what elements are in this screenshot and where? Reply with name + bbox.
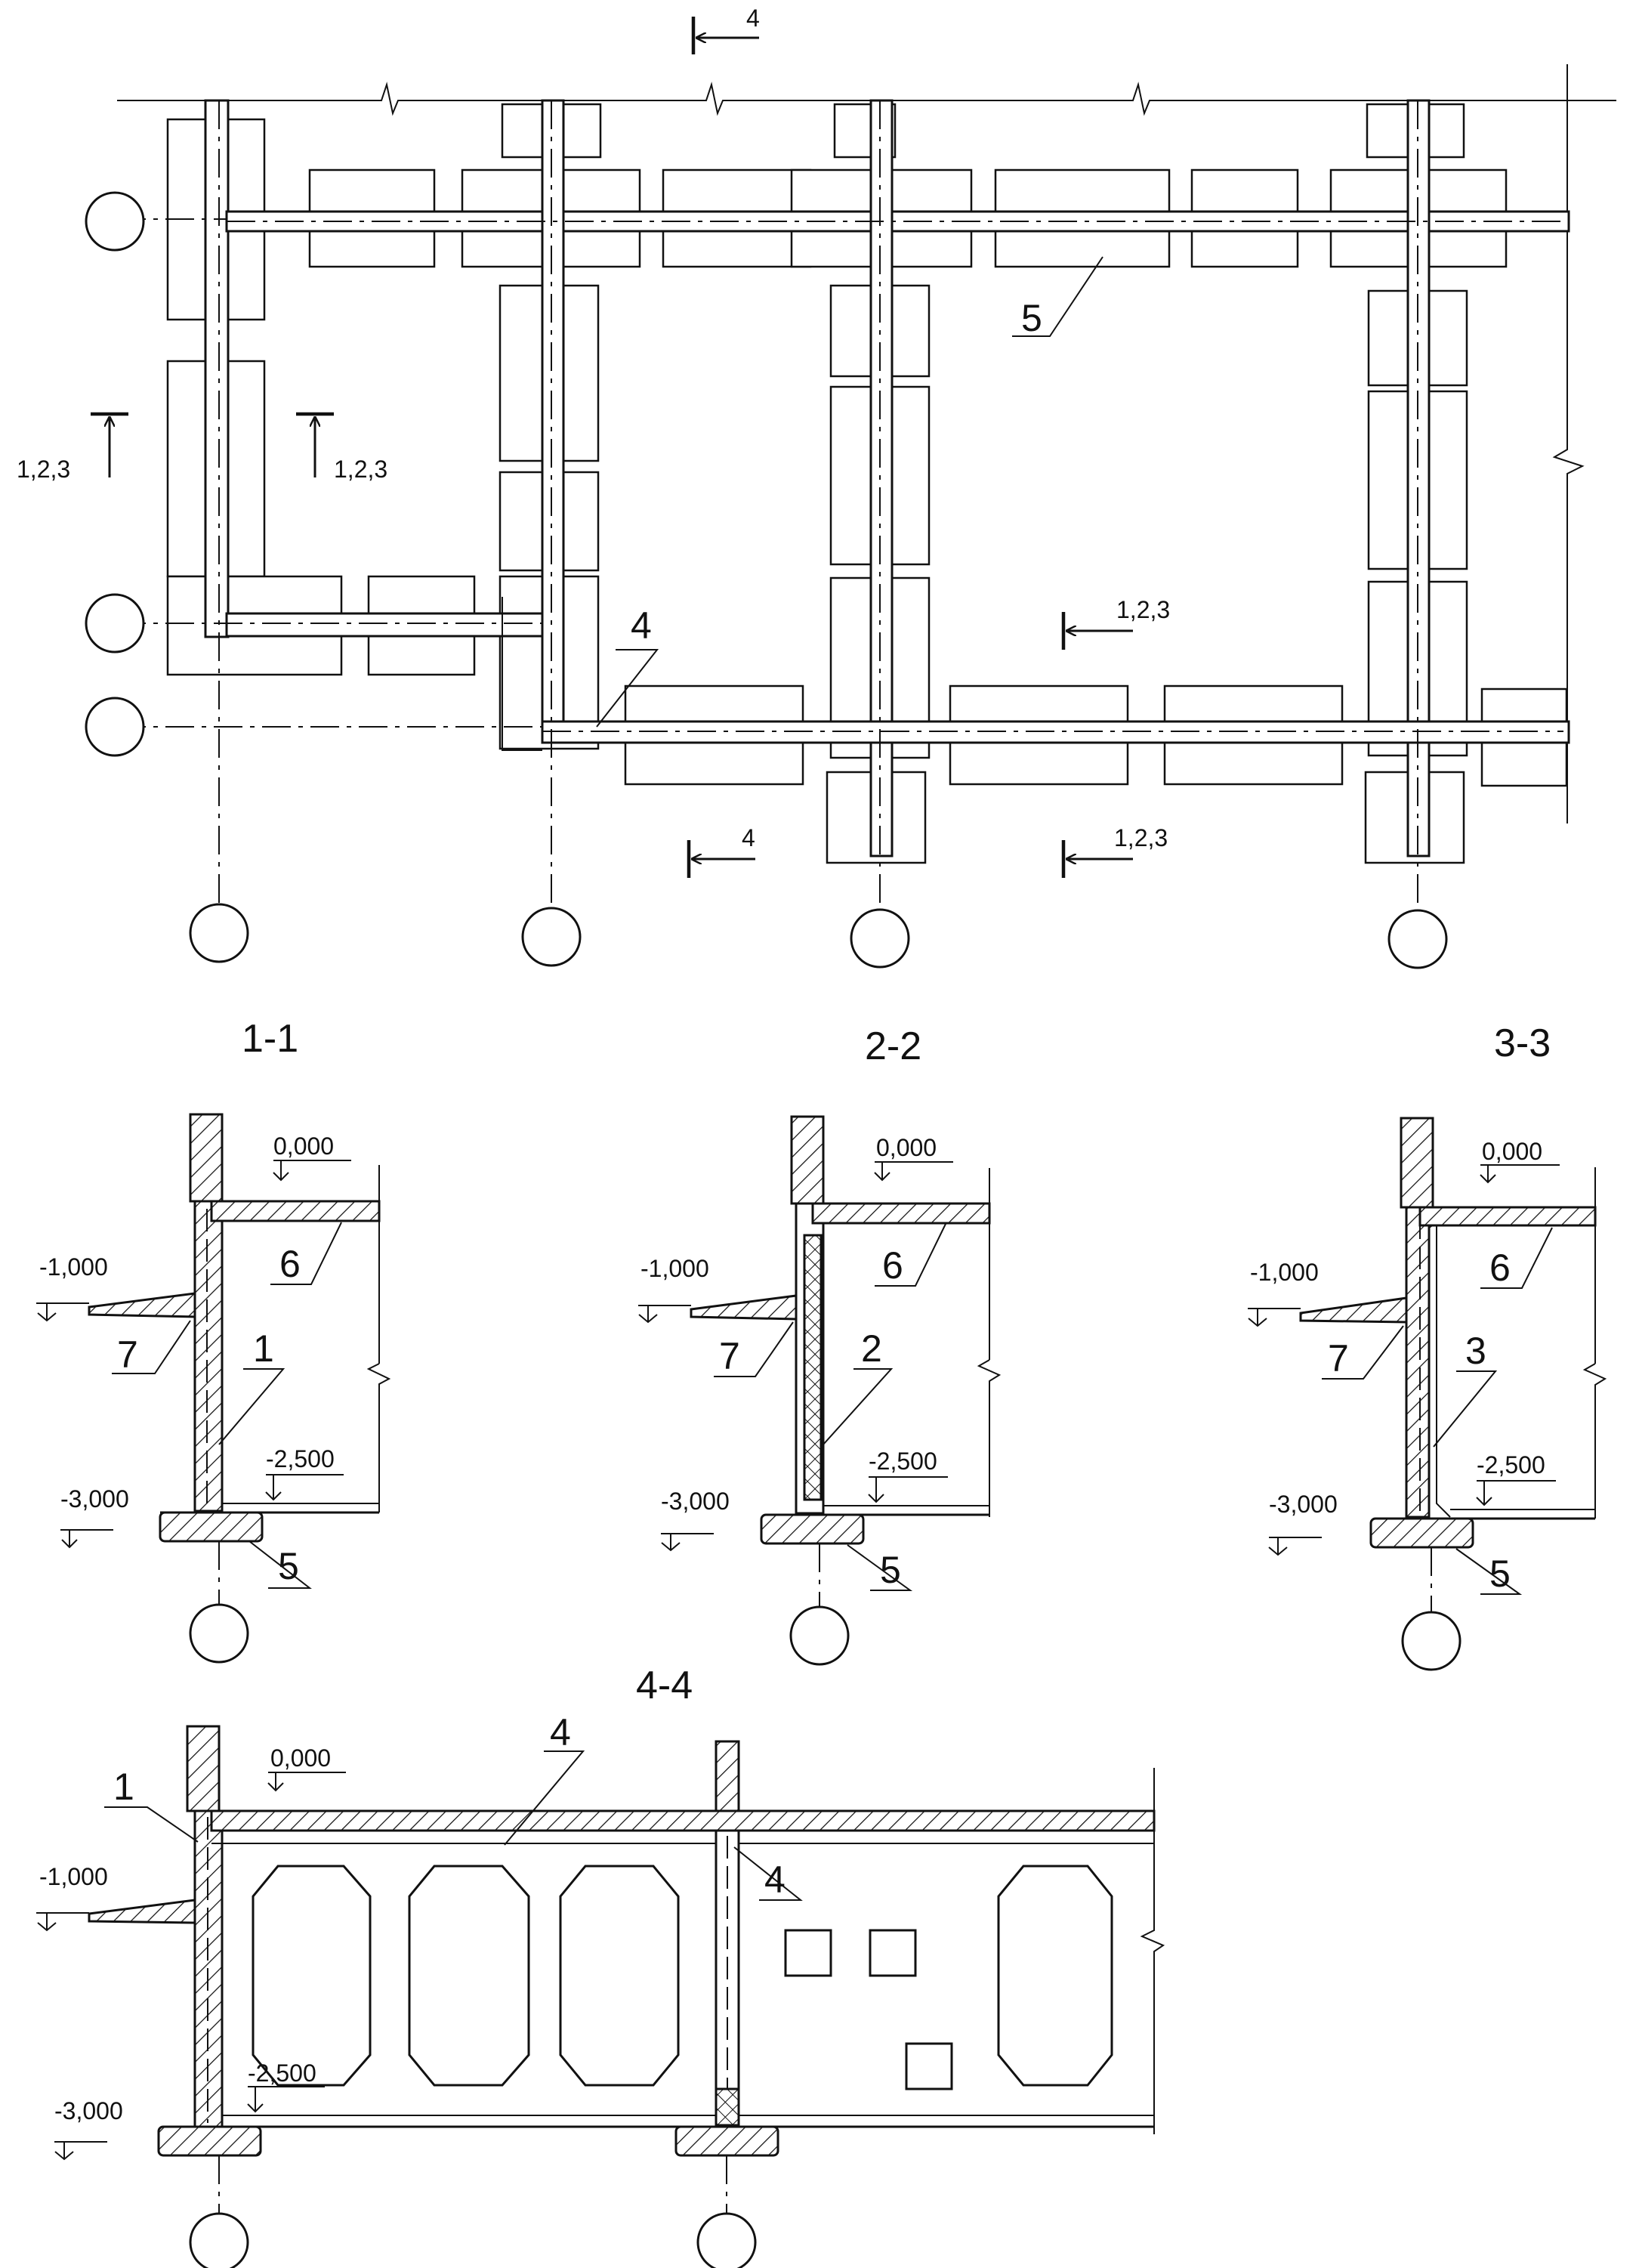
panel-opening-3 [559,1865,680,2087]
axis-bubble-col-2 [521,907,582,967]
plan-axes [85,100,1563,969]
section-2-2-callout-5: 5 [880,1549,901,1591]
section-mark-bottom-4: 4 [742,824,755,851]
section-4-4-level-top: 0,000 [270,1744,331,1772]
section-3-3: 3-3 0,000 -1,000 -2,500 -3,000 6 7 3 5 [1248,1021,1607,1671]
plan-callout-5: 5 [1021,297,1042,339]
section-4-4-level-ground: -1,000 [39,1863,108,1890]
section-mark-left-123-b: 1,2,3 [334,456,387,483]
section-mark-mid-123: 1,2,3 [1116,596,1170,623]
axis-bubble-row-3 [85,697,145,757]
panel-opening-2 [408,1865,530,2087]
section-2-2-level-ground: -1,000 [640,1255,709,1282]
plan-callouts: 5 4 [596,256,1103,728]
panel-square-3 [905,2042,953,2090]
plan-right-break-line [1552,64,1585,823]
section-2-2-level-top: 0,000 [876,1134,937,1161]
section-3-3-callout-3: 3 [1465,1330,1486,1372]
foundation-walls [204,99,1570,857]
section-4-4-axis-bubble-1 [189,2212,249,2268]
section-1-1-callout-7: 7 [117,1333,138,1376]
section-4-4-callout-4-joint: 4 [764,1859,786,1901]
axis-bubble-row-1 [85,191,145,252]
foundation-plan: 4 1,2,3 1,2,3 1,2,3 4 1,2,3 5 4 [17,5,1616,969]
section-1-1-axis-bubble [189,1603,249,1664]
section-1-1-callout-6: 6 [279,1243,301,1285]
section-4-4-callout-1: 1 [113,1766,134,1808]
section-4-4-level-floor: -2,500 [248,2059,316,2087]
panel-square-2 [869,1929,917,1977]
section-3-3-level-ground: -1,000 [1250,1259,1319,1286]
section-4-4-level-footing: -3,000 [54,2097,123,2124]
section-3-3-level-top: 0,000 [1482,1138,1542,1165]
section-2-2-callout-6: 6 [882,1244,903,1287]
panel-opening-1 [252,1865,372,2087]
plan-callout-4: 4 [631,604,652,647]
axis-bubble-col-1 [189,903,249,963]
section-3-3-callout-5: 5 [1489,1553,1511,1595]
panel-opening-4 [997,1865,1113,2087]
section-4-4-callout-4-panel: 4 [550,1711,571,1754]
section-2-2-callout-7: 7 [719,1335,740,1377]
section-mark-left-123-a: 1,2,3 [17,456,70,483]
section-2-2: 2-2 0,000 -1,000 -2,500 -3,000 6 7 2 5 [638,1024,1002,1666]
section-4-4: 4-4 0,000 -1,000 -2,500 [36,1664,1165,2268]
section-2-2-title: 2-2 [865,1024,921,1068]
section-1-1-callout-5: 5 [278,1545,299,1587]
section-3-3-callout-7: 7 [1328,1337,1349,1380]
section-1-1-level-ground: -1,000 [39,1253,108,1281]
section-1-1-level-top: 0,000 [273,1132,334,1160]
section-mark-bottom-123: 1,2,3 [1114,824,1168,851]
plan-section-marks: 4 1,2,3 1,2,3 1,2,3 4 1,2,3 [17,5,1170,878]
section-4-4-axis-bubble-2 [696,2212,757,2268]
section-1-1-callout-1: 1 [253,1327,274,1370]
axis-bubble-col-3 [850,908,910,969]
axis-bubble-col-4 [1387,909,1448,969]
plan-top-break-line [117,82,1616,116]
section-3-3-callout-6: 6 [1489,1247,1511,1289]
section-3-3-axis-bubble [1401,1611,1462,1671]
section-3-3-title: 3-3 [1494,1021,1551,1065]
section-1-1-level-footing: -3,000 [60,1485,129,1513]
section-1-1-title: 1-1 [242,1017,298,1061]
axis-bubble-row-2 [85,593,145,654]
section-3-3-level-footing: -3,000 [1269,1491,1338,1518]
panel-square-1 [784,1929,832,1977]
section-4-4-title: 4-4 [636,1664,693,1707]
section-2-2-level-floor: -2,500 [869,1448,937,1475]
section-2-2-axis-bubble [789,1605,850,1666]
section-2-2-level-footing: -3,000 [661,1488,730,1515]
section-1-1-level-floor: -2,500 [266,1445,335,1472]
section-2-2-callout-2: 2 [861,1327,882,1370]
section-3-3-level-floor: -2,500 [1477,1451,1545,1479]
section-1-1: 1-1 0,000 -1,000 -2,500 -3,000 6 7 1 5 [36,1017,391,1664]
section-mark-top-4: 4 [746,5,760,32]
